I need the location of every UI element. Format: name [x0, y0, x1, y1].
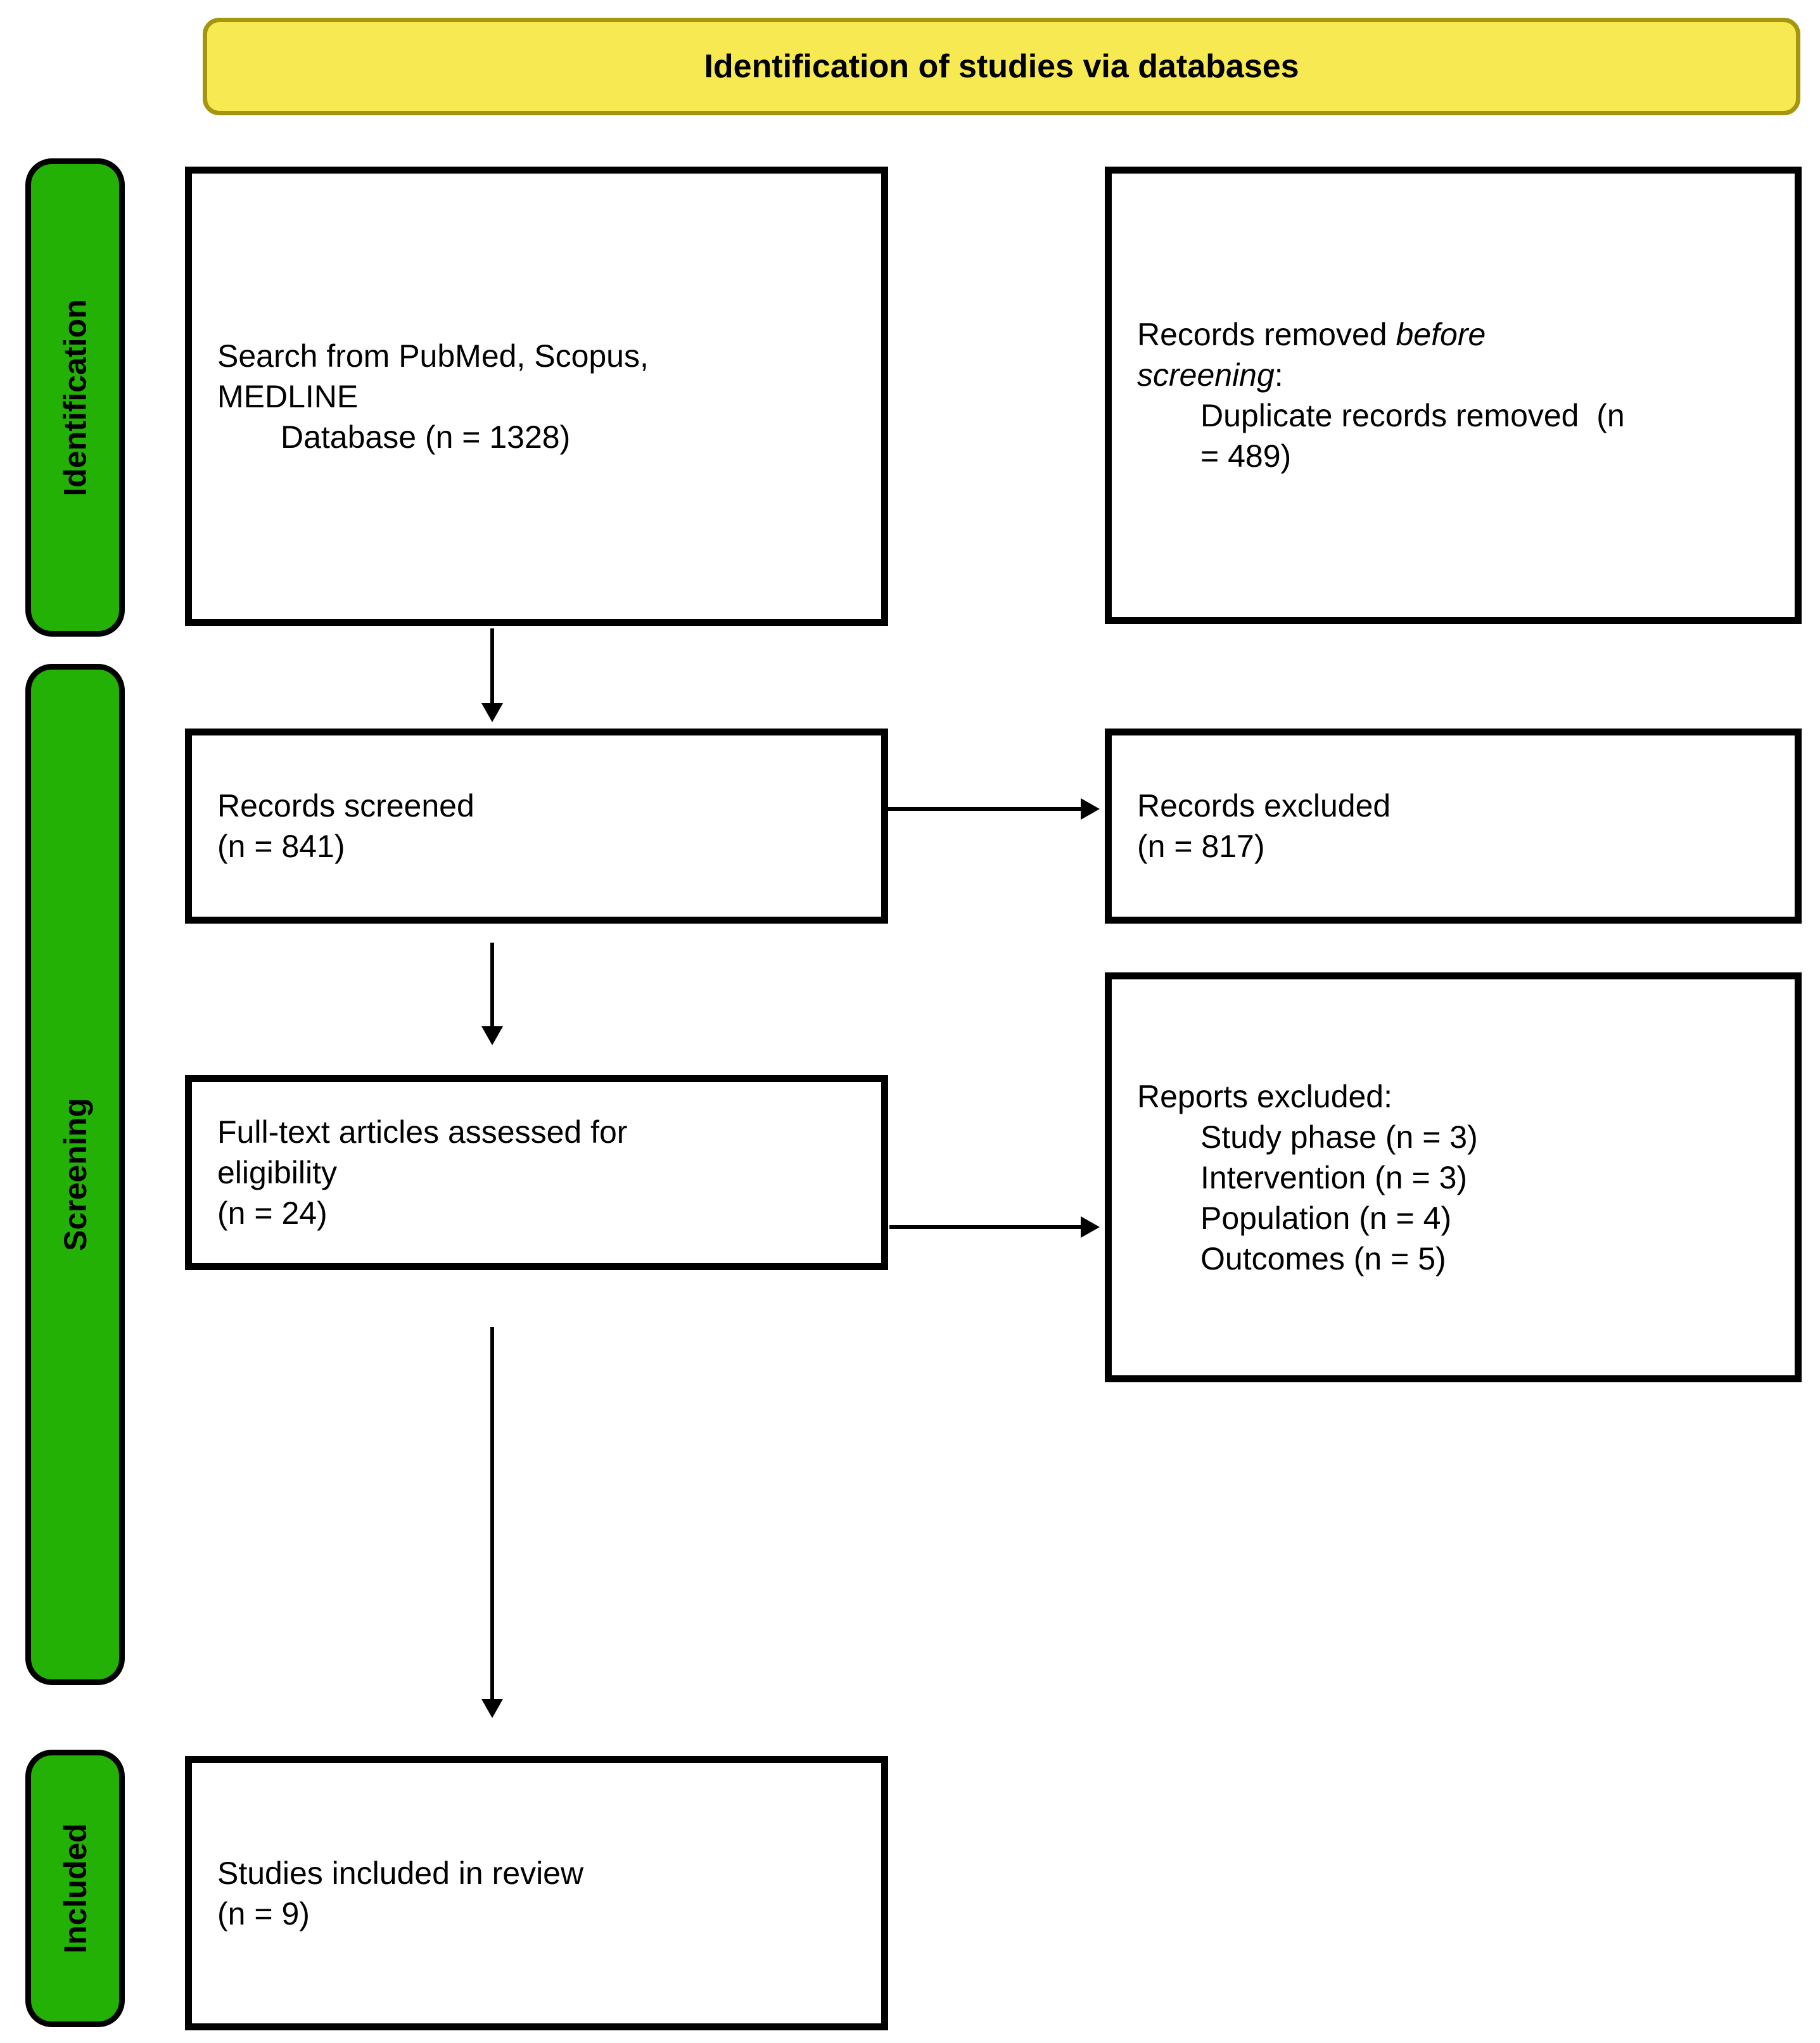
box-records-excluded: Records excluded (n = 817)	[1105, 729, 1802, 924]
stage-label-included: Included	[57, 1823, 93, 1954]
removed-line-2: screening:	[1137, 355, 1776, 395]
box-records-screened: Records screened (n = 841)	[185, 729, 888, 924]
included-line-1: Studies included in review	[217, 1855, 584, 1891]
removed-line-4: = 489)	[1200, 438, 1292, 474]
arrow-screened-to-records-excluded	[888, 798, 1100, 820]
removed-line-1: Records removed before	[1137, 314, 1776, 355]
arrow-shaft	[490, 628, 494, 704]
search-line-2: MEDLINE	[217, 378, 359, 414]
reports-excluded-line-2: Study phase (n = 3)	[1200, 1119, 1478, 1155]
reports-excluded-line-4: Population (n = 4)	[1200, 1200, 1452, 1236]
removed-line-2-normal: :	[1274, 357, 1283, 393]
reports-excluded-line-3: Intervention (n = 3)	[1200, 1159, 1468, 1195]
arrow-shaft	[490, 943, 494, 1028]
reports-excluded-line-5: Outcomes (n = 5)	[1200, 1240, 1446, 1276]
box-database-search: Search from PubMed, Scopus, MEDLINE Data…	[185, 167, 888, 626]
removed-line-1-italic: before	[1396, 317, 1486, 352]
reports-excluded-line-1: Reports excluded:	[1137, 1078, 1393, 1114]
arrowhead-right-icon	[1081, 798, 1100, 820]
stage-bar-screening: Screening	[25, 664, 125, 1685]
box-reports-excluded: Reports excluded: Study phase (n = 3) In…	[1105, 972, 1802, 1382]
box-records-removed: Records removed before screening: Duplic…	[1105, 167, 1802, 624]
fulltext-line-1: Full-text articles assessed for	[217, 1114, 628, 1150]
stage-label-identification: Identification	[57, 298, 93, 497]
arrow-shaft	[889, 1225, 1082, 1229]
banner-title: Identification of studies via databases	[704, 48, 1299, 85]
removed-line-1-normal: Records removed	[1137, 317, 1396, 352]
box-fulltext-assessed: Full-text articles assessed for eligibil…	[185, 1075, 888, 1270]
arrow-shaft	[490, 1327, 494, 1700]
screened-line-1: Records screened	[217, 788, 474, 824]
arrow-fulltext-to-reports-excluded	[889, 1216, 1100, 1238]
arrowhead-down-icon	[481, 703, 503, 722]
stage-bar-included: Included	[25, 1750, 125, 2027]
stage-bar-identification: Identification	[25, 158, 125, 637]
records-excluded-line-2: (n = 817)	[1137, 829, 1265, 864]
included-line-2: (n = 9)	[217, 1895, 310, 1932]
records-excluded-line-1: Records excluded	[1137, 788, 1391, 824]
screened-line-2: (n = 841)	[217, 829, 345, 864]
fulltext-line-3: (n = 24)	[217, 1195, 328, 1231]
search-line-3: Database (n = 1328)	[281, 419, 571, 455]
arrow-fulltext-to-included	[481, 1327, 503, 1718]
arrow-search-to-screened	[481, 628, 503, 722]
removed-line-3: Duplicate records removed (n	[1200, 398, 1625, 433]
box-studies-included: Studies included in review (n = 9)	[185, 1756, 888, 2030]
arrowhead-right-icon	[1081, 1216, 1100, 1238]
banner: Identification of studies via databases	[203, 18, 1800, 115]
stage-label-screening: Screening	[57, 1098, 93, 1251]
fulltext-line-2: eligibility	[217, 1155, 337, 1190]
arrowhead-down-icon	[481, 1026, 503, 1045]
arrow-screened-to-fulltext	[481, 943, 503, 1045]
removed-line-2-italic: screening	[1137, 357, 1275, 393]
arrow-shaft	[888, 807, 1082, 811]
search-line-1: Search from PubMed, Scopus,	[217, 338, 649, 374]
arrowhead-down-icon	[481, 1699, 503, 1718]
